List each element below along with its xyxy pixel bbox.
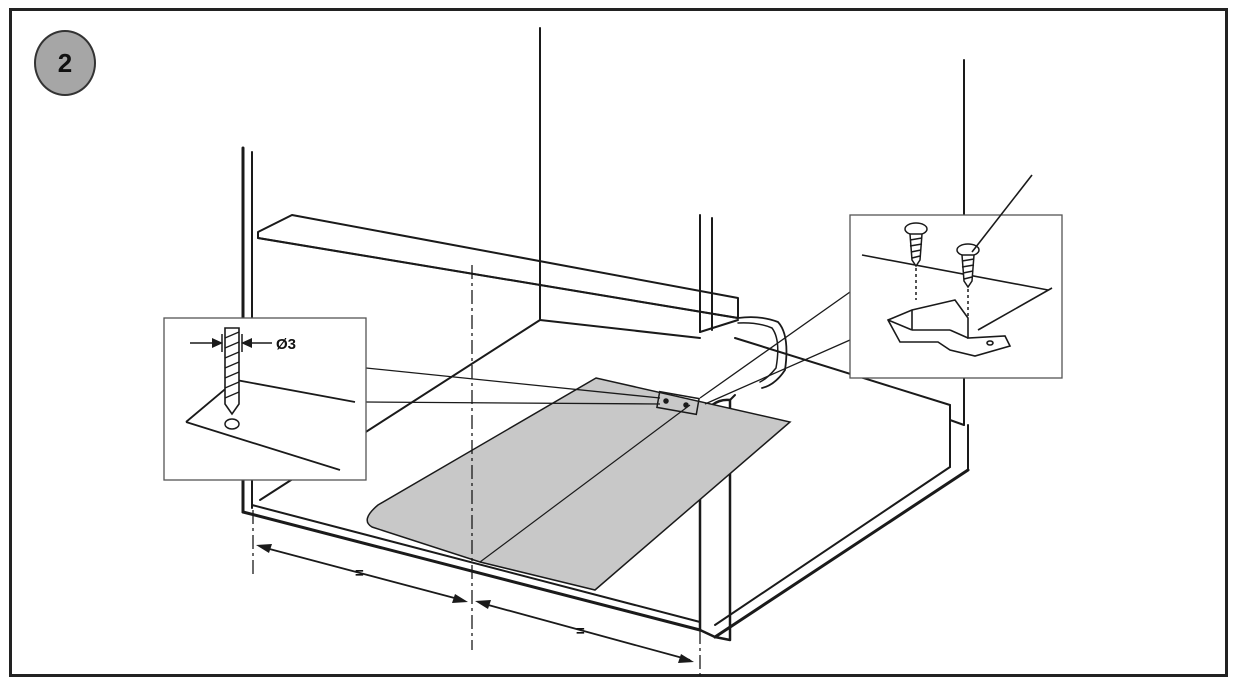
callout-lines	[365, 291, 851, 405]
step-number: 2	[57, 47, 73, 78]
drilling-template-sheet	[366, 377, 792, 591]
screw-icon	[904, 222, 928, 300]
template-mark	[656, 390, 700, 416]
mounting-bracket-icon	[886, 299, 1012, 357]
screw-icon	[956, 243, 980, 318]
drill-diameter-label: Ø3	[276, 336, 296, 353]
right-equal-label: =	[576, 623, 585, 640]
drill-bit-icon	[224, 327, 240, 416]
dimension-arrows	[261, 546, 691, 661]
bracket-inset	[849, 174, 1063, 379]
left-equal-label: =	[355, 565, 364, 582]
dimension-arrowheads	[256, 544, 694, 663]
step-badge: 2	[34, 30, 96, 96]
center-lines	[252, 265, 701, 676]
drill-inset: Ø3	[163, 317, 367, 481]
